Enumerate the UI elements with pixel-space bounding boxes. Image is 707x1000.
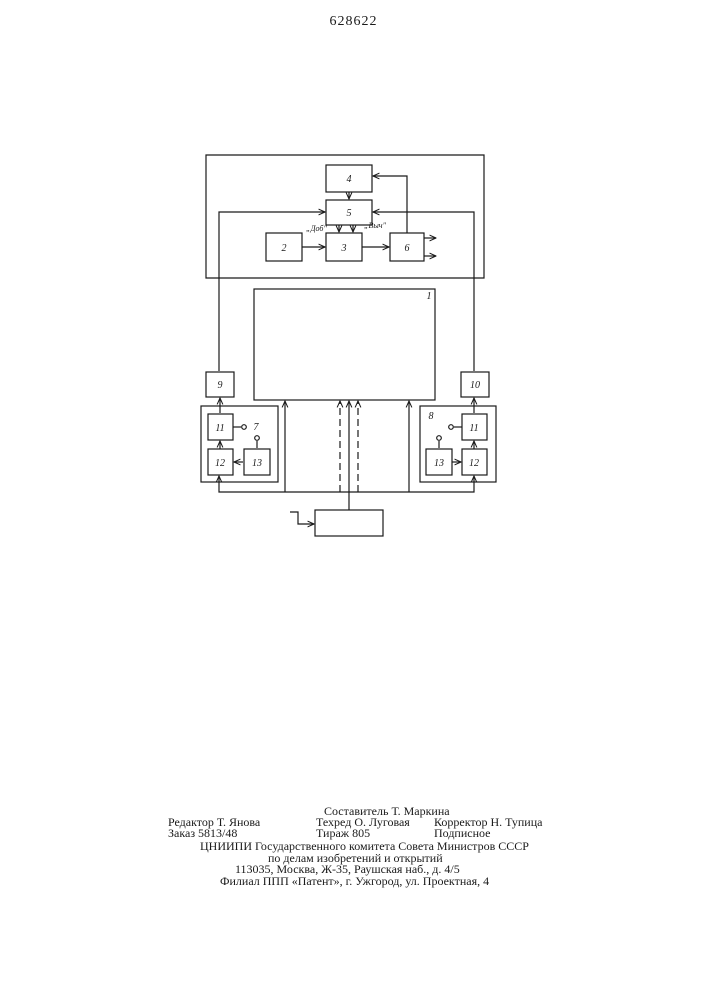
label-11-right: 11 [469, 423, 478, 434]
imprint-circulation: Тираж 805 [316, 826, 370, 840]
label-12-left: 12 [215, 458, 225, 469]
signal-sub: „Выч" [364, 221, 387, 230]
label-12-right: 12 [469, 458, 479, 469]
imprint-order: Заказ 5813/48 [168, 826, 237, 840]
label-11-left: 11 [215, 423, 224, 434]
label-10: 10 [470, 380, 480, 391]
outer-frame [206, 155, 484, 278]
label-group-7: 7 [254, 422, 260, 433]
label-4: 4 [347, 174, 352, 185]
label-13-right: 13 [434, 458, 444, 469]
control-block [315, 510, 383, 536]
label-1: 1 [427, 291, 432, 302]
group-7 [201, 406, 278, 482]
block-1 [254, 289, 435, 400]
label-6: 6 [405, 243, 410, 254]
imprint-subscription: Подписное [434, 826, 491, 840]
label-2: 2 [282, 243, 287, 254]
label-9: 9 [218, 380, 223, 391]
imprint-branch: Филиал ППП «Патент», г. Ужгород, ул. Про… [220, 874, 489, 888]
label-3: 3 [341, 243, 347, 254]
label-5: 5 [347, 208, 352, 219]
signal-add: „Доб" [306, 224, 327, 233]
label-group-8: 8 [429, 411, 434, 422]
label-13-left: 13 [252, 458, 262, 469]
